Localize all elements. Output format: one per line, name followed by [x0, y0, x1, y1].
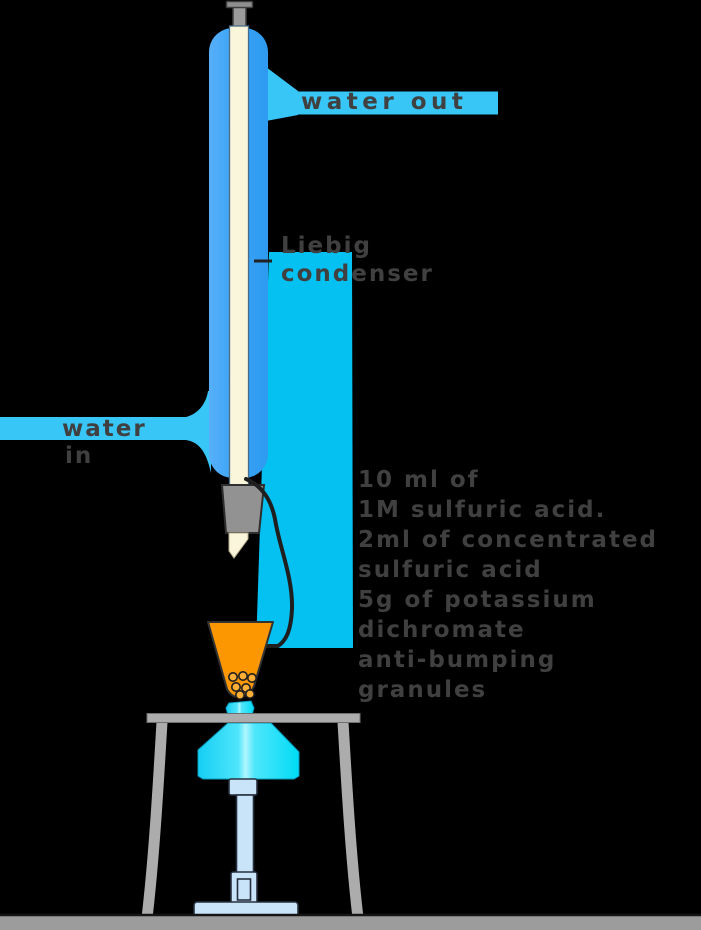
water-in-label-line1: water — [62, 416, 147, 442]
bunsen-flame — [197, 722, 300, 780]
water-pipes — [0, 67, 498, 473]
bunsen-burner — [193, 778, 299, 918]
anti-bumping-granules — [228, 670, 258, 700]
condenser-label-line1: Liebig — [281, 233, 372, 259]
bunsen-flame-tip — [225, 700, 255, 716]
bunsen-valve-window — [236, 878, 252, 901]
water-out-elbow — [266, 67, 298, 121]
flask-contents-label: 10 ml of 1M sulfuric acid. 2ml of concen… — [358, 467, 658, 703]
flask-pointer-line — [236, 477, 295, 648]
water-in-pipe — [0, 417, 188, 440]
condenser-outlet-tip — [228, 532, 249, 559]
bunsen-stem — [235, 794, 255, 874]
contents-line-2: 1M sulfuric acid. — [358, 497, 606, 523]
granule — [245, 688, 256, 699]
stand-leg-left — [141, 721, 168, 919]
water-in-label-line2: in — [65, 443, 93, 469]
contents-line-4: sulfuric acid — [358, 557, 543, 583]
granule — [238, 670, 249, 681]
granule — [228, 671, 239, 682]
condenser-label-line2: condenser — [281, 261, 434, 287]
granule — [247, 672, 258, 683]
contents-line-1: 10 ml of — [358, 467, 480, 493]
contents-line-8: granules — [358, 677, 487, 703]
water-out-label: water out — [301, 89, 467, 115]
granule — [235, 689, 246, 700]
bench-surface — [0, 915, 701, 930]
condenser-top-cap — [225, 0, 254, 9]
contents-line-5: 5g of potassium — [358, 587, 597, 613]
stand-top-bar — [146, 713, 361, 723]
water-in-elbow — [186, 391, 211, 473]
water-out-pipe — [296, 91, 498, 115]
bunsen-collar — [228, 778, 258, 796]
contents-line-3: 2ml of concentrated — [358, 527, 658, 553]
granule — [231, 681, 242, 692]
condenser-inner-tube — [228, 25, 250, 534]
contents-line-6: dichromate — [358, 617, 526, 643]
cyan-highlight-panel — [256, 252, 353, 648]
stand-leg-right — [337, 721, 364, 919]
bunsen-gas-valve — [230, 871, 258, 904]
rubber-bung — [220, 484, 266, 534]
contents-line-7: anti-bumping — [358, 647, 556, 673]
